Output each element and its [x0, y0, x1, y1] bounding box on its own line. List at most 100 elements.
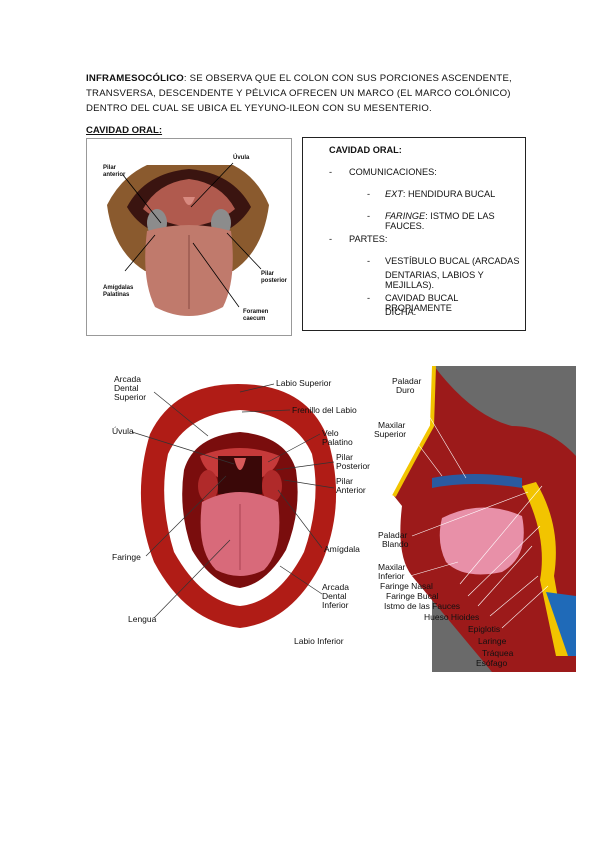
sagittal-figure: Paladar Duro Maxilar Superior Paladar Bl… [372, 365, 576, 672]
leader-faringe-bucal [467, 525, 541, 597]
left-tonsil [198, 470, 218, 502]
label-pilar-anterior-2: anterior [103, 172, 126, 178]
label-maxilar-sup-2: Superior [374, 429, 406, 439]
box-faringe-text: : ISTMO DE LAS FAUCES. [385, 211, 495, 231]
leader-paladar-duro [415, 393, 467, 479]
label-amigdala: Amígdala [324, 544, 360, 554]
leader-uvula [190, 162, 234, 208]
label-pilar-ant-2: Anterior [336, 485, 366, 495]
box-cavidad-2: DICHA. [385, 307, 417, 317]
label-lengua: Lengua [128, 614, 157, 624]
leader-foramen [192, 242, 240, 308]
leader-labio-sup [239, 383, 275, 393]
leader-lengua [153, 539, 231, 619]
leader-faringe-nasal [459, 485, 543, 585]
leader-arcada-inf [279, 565, 323, 595]
label-foramen-1: Foramen [243, 309, 269, 315]
label-maxilar-inf-2: Inferior [378, 571, 405, 581]
leader-pilar-post [275, 461, 335, 471]
leader-epiglotis [501, 585, 549, 629]
box-dash-3: - [367, 211, 371, 221]
sagittal-illustration: Paladar Duro Maxilar Superior Paladar Bl… [374, 365, 576, 672]
leader-maxilar-sup [411, 435, 443, 477]
hard-palate [432, 474, 522, 488]
section-heading: CAVIDAD ORAL: [86, 125, 163, 136]
label-pilar-post-2: Posterior [336, 461, 370, 471]
oral-cavity-box: CAVIDAD ORAL: - COMUNICACIONES: - EXT: H… [302, 137, 526, 331]
label-traquea: Tráquea [482, 648, 514, 658]
intro-text: : SE OBSERVA QUE EL COLON CON SUS PORCIO… [86, 73, 512, 114]
label-paladar-duro-1: Paladar [392, 376, 421, 386]
box-partes: PARTES: [349, 234, 388, 244]
label-uvula: Úvula [233, 154, 250, 161]
box-dash-1: - [329, 167, 333, 177]
label-pilar-post-1: Pilar [336, 452, 353, 462]
label-labio-inferior: Labio Inferior [294, 636, 344, 646]
label-paladar-blando-1: Paladar [378, 530, 407, 540]
box-dash-6: - [367, 293, 371, 303]
leader-arcada-sup [153, 391, 209, 437]
box-cavidad-1: CAVIDAD BUCAL PROPIAMENTE [385, 293, 459, 313]
leader-amigdala [277, 489, 323, 549]
tongue-illustration: Pilar anterior Úvula Amígdalas Palatinas… [103, 154, 288, 322]
leader-pilar-ant [283, 479, 335, 489]
leader-velo [267, 433, 321, 463]
uvula-shape [234, 458, 246, 470]
label-esofago: Esófago [476, 658, 507, 668]
label-pilar-posterior-1: Pilar [261, 271, 275, 277]
label-velo-1: Velo [322, 428, 339, 438]
label-faringe-nasal: Faringe Nasal [380, 581, 433, 591]
leader-frenillo [241, 409, 291, 413]
box-ext-item: EXT: HENDIDURA BUCAL [385, 189, 495, 199]
label-epiglotis: Epiglotis [468, 624, 500, 634]
label-hueso-hioides: Hueso Hioides [424, 612, 479, 622]
box-faringe-item: FARINGE: ISTMO DE LAS FAUCES. [385, 211, 525, 231]
box-dash-4: - [329, 234, 333, 244]
label-uvula: Úvula [112, 426, 134, 436]
leader-amigdalas [124, 234, 156, 272]
label-istmo: Istmo de las Fauces [384, 601, 460, 611]
box-vestibulo-1: VESTÍBULO BUCAL (ARCADAS [385, 256, 520, 266]
leader-istmo [477, 545, 533, 607]
label-arcada-sup-1: Arcada [114, 374, 141, 384]
label-pilar-ant-1: Pilar [336, 476, 353, 486]
box-ext-text: : HENDIDURA BUCAL [402, 189, 496, 199]
leader-maxilar-inf [409, 561, 459, 577]
label-maxilar-inf-1: Maxilar [378, 562, 406, 572]
label-faringe: Faringe [112, 552, 141, 562]
label-arcada-sup-3: Superior [114, 392, 146, 402]
label-amigdalas-2: Palatinas [103, 292, 130, 298]
label-faringe-bucal: Faringe Bucal [386, 591, 439, 601]
label-labio-superior: Labio Superior [276, 378, 331, 388]
box-title: CAVIDAD ORAL: [329, 145, 402, 155]
label-arcada-sup-2: Dental [114, 383, 139, 393]
open-mouth-illustration: Arcada Dental Superior Labio Superior Fr… [112, 374, 370, 646]
label-arcada-inf-3: Inferior [322, 600, 349, 610]
label-amigdalas-1: Amígdalas [103, 285, 134, 291]
intro-paragraph: INFRAMESOCÓLICO: SE OBSERVA QUE EL COLON… [86, 71, 526, 116]
label-paladar-duro-2: Duro [396, 385, 415, 395]
label-maxilar-sup-1: Maxilar [378, 420, 406, 430]
box-faringe-term: FARINGE [385, 211, 426, 221]
leader-pilar-anterior [122, 174, 162, 224]
box-comunicaciones: COMUNICACIONES: [349, 167, 437, 177]
box-dash-2: - [367, 189, 371, 199]
label-pilar-anterior-1: Pilar [103, 165, 117, 171]
leader-pilar-posterior [226, 232, 262, 270]
tongue-section [439, 507, 524, 575]
leader-faringe [145, 475, 227, 557]
uvula-shape [183, 197, 195, 205]
box-dash-5: - [367, 256, 371, 266]
label-arcada-inf-1: Arcada [322, 582, 349, 592]
label-arcada-inf-2: Dental [322, 591, 347, 601]
box-vestibulo-2: DENTARIAS, LABIOS Y MEJILLAS). [385, 270, 484, 290]
label-frenillo: Frenillo del Labio [292, 405, 357, 415]
label-paladar-blando-2: Blando [382, 539, 409, 549]
tongue-figure: Pilar anterior Úvula Amígdalas Palatinas… [86, 138, 292, 336]
leader-paladar-blando [411, 491, 529, 537]
leader-uvula [131, 431, 235, 465]
esophagus-shape [546, 592, 576, 656]
intro-term: INFRAMESOCÓLICO [86, 73, 184, 84]
label-laringe: Laringe [478, 636, 507, 646]
label-foramen-2: caecum [243, 316, 265, 322]
